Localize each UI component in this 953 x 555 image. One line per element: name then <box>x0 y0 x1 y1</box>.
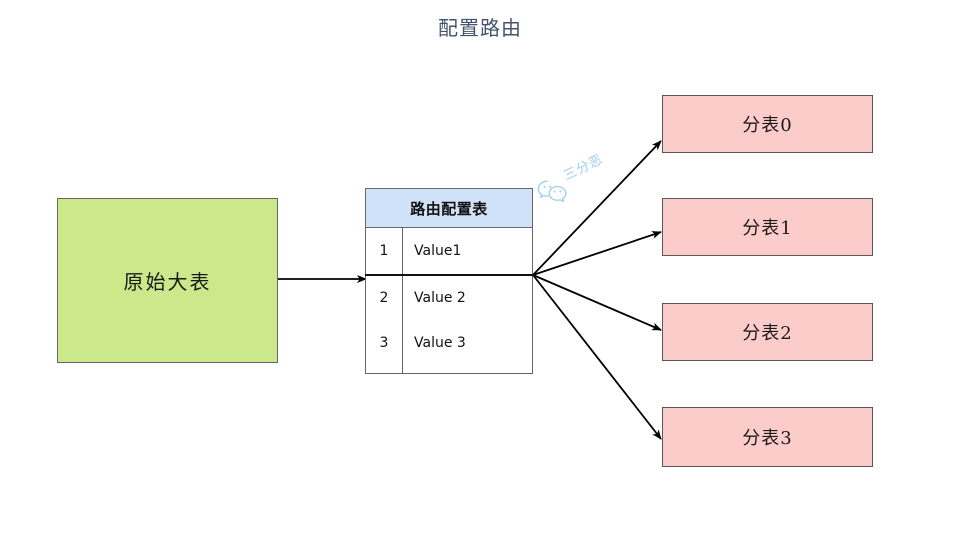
shard-table-label: 分表3 <box>742 428 793 449</box>
shard-table-box-3[interactable]: 分表3 <box>662 407 873 467</box>
source-table-box[interactable]: 原始大表 <box>57 198 278 363</box>
route-row-key: 1 <box>379 243 389 259</box>
diagram-title: 配置路由 <box>438 16 522 40</box>
source-table-label: 原始大表 <box>123 270 212 294</box>
arrow-table-to-shard-1 <box>532 231 662 276</box>
shard-table-box-2[interactable]: 分表2 <box>662 303 873 361</box>
arrow-table-to-shard-0 <box>532 140 662 276</box>
route-row-value: Value 2 <box>414 290 466 306</box>
table-row[interactable]: 1 Value1 <box>366 228 532 274</box>
route-table-header-label: 路由配置表 <box>410 199 488 218</box>
route-row-key: 3 <box>379 335 389 351</box>
watermark: 三分恶 <box>536 152 656 208</box>
shard-table-box-1[interactable]: 分表1 <box>662 198 873 256</box>
shard-table-label: 分表0 <box>742 115 793 136</box>
column-divider <box>402 228 404 373</box>
route-config-table[interactable]: 路由配置表 1 Value1 2 Value 2 3 Value 3 <box>364 188 534 374</box>
arrow-table-to-shard-3 <box>532 274 662 440</box>
arrow-table-to-shard-2 <box>532 274 662 331</box>
route-row-key: 2 <box>379 290 389 306</box>
table-row[interactable]: 3 Value 3 <box>366 320 532 366</box>
wechat-icon <box>536 179 570 208</box>
table-row[interactable]: 2 Value 2 <box>366 275 532 321</box>
watermark-label: 三分恶 <box>561 152 606 184</box>
shard-table-label: 分表1 <box>742 218 793 239</box>
route-row-value: Value 3 <box>414 335 466 351</box>
route-row-value: Value1 <box>414 243 462 259</box>
shard-table-label: 分表2 <box>742 323 793 344</box>
route-table-body: 1 Value1 2 Value 2 3 Value 3 <box>364 228 534 373</box>
shard-table-box-0[interactable]: 分表0 <box>662 95 873 153</box>
row-divider-emphasis <box>364 274 534 276</box>
route-table-header: 路由配置表 <box>366 189 532 228</box>
